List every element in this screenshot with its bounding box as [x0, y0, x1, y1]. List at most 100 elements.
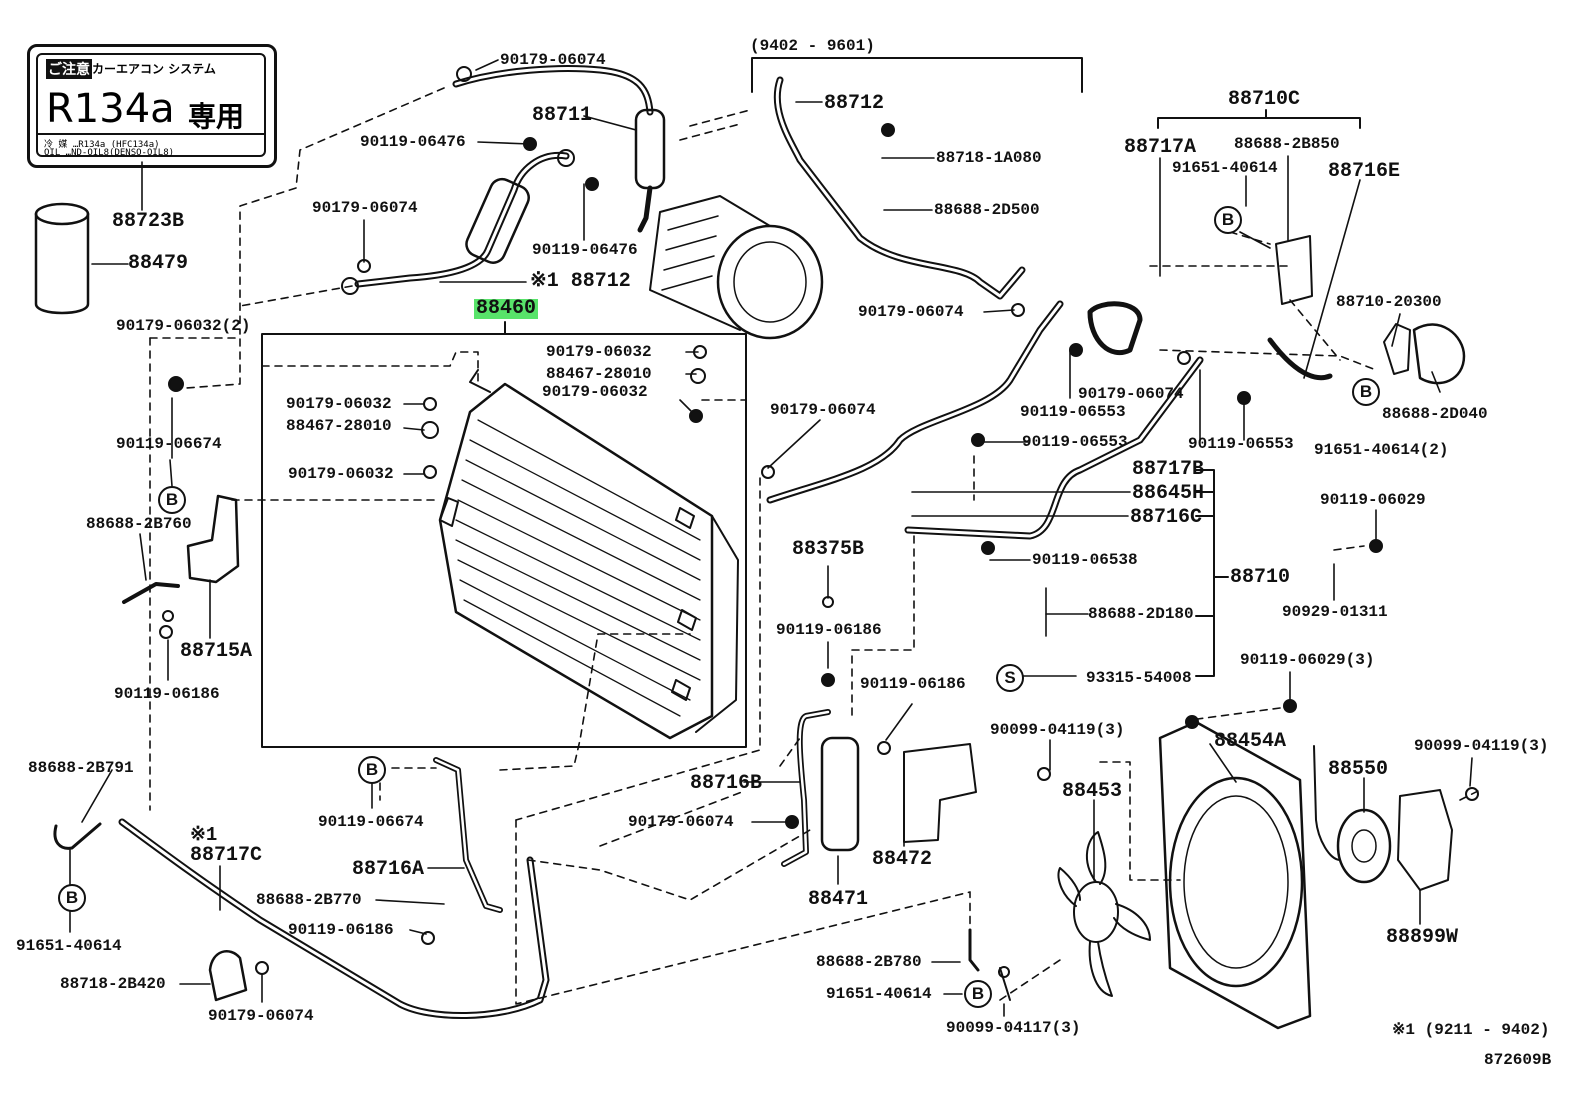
part-label[interactable]: 88550	[1328, 758, 1389, 781]
part-label[interactable]: 90099-04117(3)	[946, 1019, 1081, 1037]
part-label[interactable]: 88454A	[1214, 730, 1287, 753]
highlighted-part-label[interactable]: 88460	[474, 297, 539, 320]
callout-b: B	[1352, 378, 1380, 406]
part-label[interactable]: 88710	[1230, 566, 1291, 589]
callout-b: B	[358, 756, 386, 784]
part-label[interactable]: 90099-04119(3)	[1414, 737, 1549, 755]
part-label[interactable]: 88479	[128, 252, 189, 275]
refrigerant-can-drawing	[34, 202, 90, 315]
date-range-label: (9402 - 9601)	[750, 37, 875, 55]
condenser-drawing	[438, 369, 739, 740]
part-label[interactable]: 90179-06074	[858, 303, 964, 321]
part-label[interactable]: 90179-06032(2)	[116, 317, 251, 335]
part-label[interactable]: 88467-28010	[286, 417, 392, 435]
part-label[interactable]: 90099-04119(3)	[990, 721, 1125, 739]
part-label[interactable]: 88712	[824, 92, 885, 115]
caution-divider	[38, 133, 264, 135]
part-label[interactable]: 90179-06074	[500, 51, 606, 69]
part-label[interactable]: 88472	[872, 848, 933, 871]
part-label[interactable]: 88716A	[352, 858, 425, 881]
part-label[interactable]: 88710C	[1228, 88, 1301, 111]
part-label[interactable]: 90179-06032	[286, 395, 392, 413]
part-label[interactable]: 88688-2D040	[1382, 405, 1488, 423]
part-label[interactable]: 90119-06674	[116, 435, 222, 453]
part-label[interactable]: 91651-40614	[16, 937, 122, 955]
part-label[interactable]: 90119-06553	[1020, 403, 1126, 421]
part-label[interactable]: 88467-28010	[546, 365, 652, 383]
caution-title: カーエアコン システム	[92, 62, 216, 76]
part-label[interactable]: 88710-20300	[1336, 293, 1442, 311]
part-label[interactable]: 88688-2B760	[86, 515, 192, 533]
callout-b: B	[1214, 206, 1242, 234]
callout-b: B	[964, 980, 992, 1008]
fan-shroud-drawing	[1158, 720, 1312, 1030]
part-label[interactable]: 88718-1A080	[936, 149, 1042, 167]
part-label[interactable]: 90179-06074	[1078, 385, 1184, 403]
part-label[interactable]: 88688-2B770	[256, 891, 362, 909]
part-label[interactable]: 90179-06074	[770, 401, 876, 419]
part-label[interactable]: 88716C	[1130, 506, 1203, 529]
part-label[interactable]: 88645H	[1132, 482, 1205, 505]
part-label[interactable]: 90179-06074	[208, 1007, 314, 1025]
part-label[interactable]: 90119-06476	[532, 241, 638, 259]
part-label[interactable]: 90119-06553	[1188, 435, 1294, 453]
part-label[interactable]: 88688-2D500	[934, 201, 1040, 219]
caution-code: ご注意	[46, 59, 92, 79]
part-label[interactable]: 88471	[808, 888, 869, 911]
part-label[interactable]: 91651-40614(2)	[1314, 441, 1449, 459]
part-label[interactable]: 90179-06032	[542, 383, 648, 401]
part-label[interactable]: 88716B	[690, 772, 763, 795]
part-label[interactable]: 90119-06186	[776, 621, 882, 639]
part-label[interactable]: 88717B	[1132, 458, 1205, 481]
part-label[interactable]: 88717C	[190, 844, 263, 867]
part-label[interactable]: 90179-06074	[628, 813, 734, 831]
part-label[interactable]: 93315-54008	[1086, 669, 1192, 687]
part-label[interactable]: 90119-06674	[318, 813, 424, 831]
part-label[interactable]: 90179-06032	[546, 343, 652, 361]
fan-blade-drawing	[1057, 831, 1151, 997]
part-label[interactable]: 90119-06476	[360, 133, 466, 151]
part-label[interactable]: 90929-01311	[1282, 603, 1388, 621]
receiver-drier-drawing	[820, 736, 860, 852]
part-label[interactable]: ※1 88712	[530, 270, 631, 293]
refrigerant-caution-label: ご注意 カーエアコン システム R134a 専用 冷 媒 …R134a (HFC…	[27, 44, 277, 168]
part-label[interactable]: 88723B	[112, 210, 185, 233]
part-label[interactable]: 91651-40614	[826, 985, 932, 1003]
part-label[interactable]: 88688-2D180	[1088, 605, 1194, 623]
part-label[interactable]: 90119-06186	[860, 675, 966, 693]
note-date-range: ※1 (9211 - 9402)	[1392, 1021, 1550, 1039]
part-label[interactable]: 88453	[1062, 780, 1123, 803]
part-label[interactable]: 90119-06186	[288, 921, 394, 939]
part-label[interactable]: 90179-06032	[288, 465, 394, 483]
part-label[interactable]: 90119-06538	[1032, 551, 1138, 569]
part-label[interactable]: 90119-06553	[1022, 433, 1128, 451]
part-label[interactable]: 90179-06074	[312, 199, 418, 217]
diagram-id: 872609B	[1484, 1051, 1552, 1069]
part-label[interactable]: 88717A	[1124, 136, 1197, 159]
callout-b: B	[58, 884, 86, 912]
caution-label-inner: ご注意 カーエアコン システム R134a 専用 冷 媒 …R134a (HFC…	[36, 53, 266, 158]
part-label[interactable]: 90119-06186	[114, 685, 220, 703]
part-label[interactable]: 90119-06029	[1320, 491, 1426, 509]
part-label[interactable]: 88688-2B780	[816, 953, 922, 971]
part-label[interactable]: 88688-2B850	[1234, 135, 1340, 153]
callout-b: B	[158, 486, 186, 514]
exclusive-use: 専用	[188, 100, 245, 133]
part-label[interactable]: 88716E	[1328, 160, 1401, 183]
part-label[interactable]: 88899W	[1386, 926, 1459, 949]
refrigerant-type: R134a	[46, 86, 175, 132]
caution-oil-line: OIL …ND-OIL8(DENSO-OIL8)	[44, 148, 175, 158]
part-label[interactable]: 88715A	[180, 640, 253, 663]
part-label[interactable]: 88375B	[792, 538, 865, 561]
part-label[interactable]: 88688-2B791	[28, 759, 134, 777]
caution-refrigerant-line: 冷 媒 …R134a (HFC134a)	[44, 140, 160, 150]
part-label[interactable]: 91651-40614	[1172, 159, 1278, 177]
part-label[interactable]: 88718-2B420	[60, 975, 166, 993]
note-mark: ※1	[190, 824, 218, 846]
part-label[interactable]: 88711	[532, 104, 593, 127]
callout-s: S	[996, 664, 1024, 692]
compressor-drawing	[649, 195, 824, 340]
part-label[interactable]: 90119-06029(3)	[1240, 651, 1375, 669]
